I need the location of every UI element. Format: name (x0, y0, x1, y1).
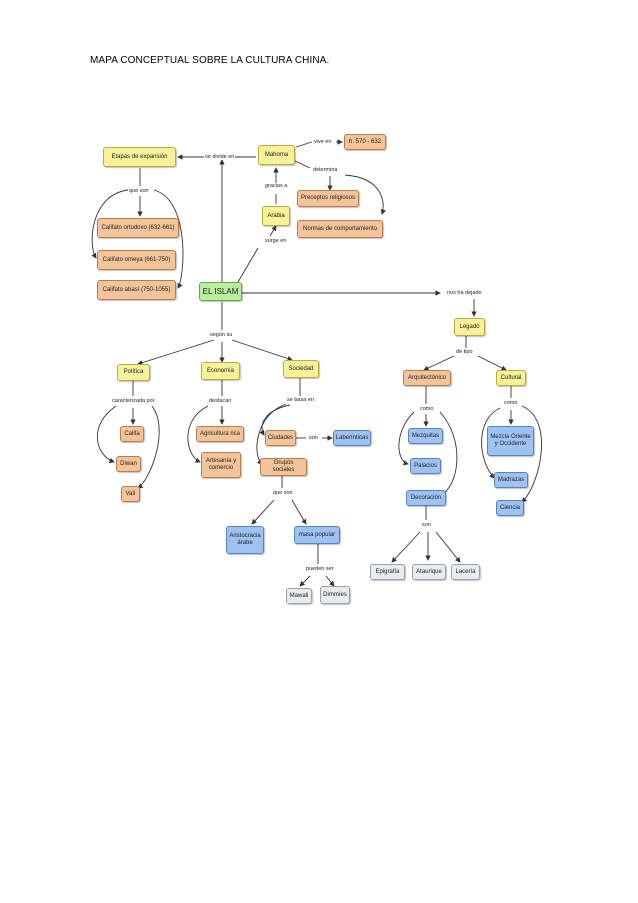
node-diwan[interactable]: Diwan (116, 456, 141, 472)
link-pueden-ser: pueden ser (305, 566, 335, 572)
link-se-divide-en: se divide en (204, 154, 236, 160)
node-arquitectonico[interactable]: Arquitectónico (403, 370, 451, 386)
node-artesania-y-comercio[interactable]: Artesanía y comercio (201, 452, 241, 478)
node-laceria[interactable]: Lacería (451, 564, 480, 580)
link-gracias-a: gracias a (264, 183, 289, 189)
link-se-basa-en: se basa en (286, 397, 315, 403)
link-que-son: que son (128, 188, 150, 194)
node-ciudades[interactable]: Ciudades (265, 430, 296, 446)
link-determina: determina (312, 167, 339, 173)
node-laberinticas[interactable]: Laberínticas (333, 430, 371, 446)
link-vive-en: vive en (313, 139, 333, 145)
node-legado[interactable]: Legado (454, 318, 485, 336)
node-etapas-de-expansion[interactable]: Etapas de expansión (103, 147, 176, 167)
node-dimmies[interactable]: Dimmíes (320, 586, 350, 604)
node-normas-de-comportamiento[interactable]: Normas de comportamiento (297, 220, 383, 238)
node-masa-popular[interactable]: masa popular (294, 526, 340, 544)
node-cultural[interactable]: Cultural (496, 370, 526, 386)
node-mahoma[interactable]: Mahoma (258, 145, 295, 165)
node-mezcla-oriente-y-occidente[interactable]: Mezcla Oriente y Occidente (487, 426, 534, 456)
node-decoracion[interactable]: Decoración (406, 490, 446, 506)
node-el-islam[interactable]: EL ISLAM (199, 282, 242, 301)
node-arabia[interactable]: Arabia (262, 206, 290, 226)
node-grupos-sociales[interactable]: Grupos sociales (260, 458, 307, 476)
node-madrazas[interactable]: Madrazas (494, 472, 528, 488)
node-ataurique[interactable]: Ataurique (412, 564, 446, 580)
link-son-2: son (421, 522, 432, 528)
link-como: como (419, 406, 435, 412)
node-economia[interactable]: Economía (201, 362, 240, 380)
link-surge-en: surge en (264, 238, 288, 244)
node-epigrafia[interactable]: Epigrafía (370, 564, 405, 580)
link-como-2: como (503, 400, 519, 406)
node-palacios[interactable]: Palacios (410, 458, 441, 474)
link-de-tipo: de tipo (455, 349, 474, 355)
link-nos-ha-dejado: nos ha dejado (446, 290, 483, 296)
node-mezquitas[interactable]: Mezquitas (408, 428, 443, 444)
node-politica[interactable]: Política (117, 364, 150, 381)
node-sociedad[interactable]: Sociedad (283, 360, 319, 378)
link-son: son (308, 435, 319, 441)
link-segun-su: según su (209, 332, 234, 338)
node-ciencia[interactable]: Ciencia (496, 500, 524, 516)
node-califato-ortodoxo[interactable]: Califato ortodoxo (632-661) (97, 218, 179, 238)
node-preceptos-religiosos[interactable]: Preceptos religiosos (297, 190, 359, 207)
page-title: MAPA CONCEPTUAL SOBRE LA CULTURA CHINA. (90, 55, 330, 66)
link-caracterizada-por: caracterizada por (111, 398, 156, 404)
node-aristocracia-arabe[interactable]: Aristocracia árabe (226, 526, 264, 554)
link-que-son-2: que son (272, 490, 294, 496)
node-fecha[interactable]: h. 570 - 632 (344, 134, 386, 150)
node-agricultura-rica[interactable]: Agricultura rica (196, 426, 244, 442)
node-califa[interactable]: Califa (120, 426, 144, 442)
node-mawali[interactable]: Mawali (286, 588, 312, 604)
node-califato-omeya[interactable]: Califato omeya (661-750) (97, 250, 176, 270)
node-vali[interactable]: Valí (121, 486, 140, 502)
node-califato-abasi[interactable]: Califato abasí (750-1055) (97, 280, 176, 300)
link-destacan: destacan (208, 398, 233, 404)
